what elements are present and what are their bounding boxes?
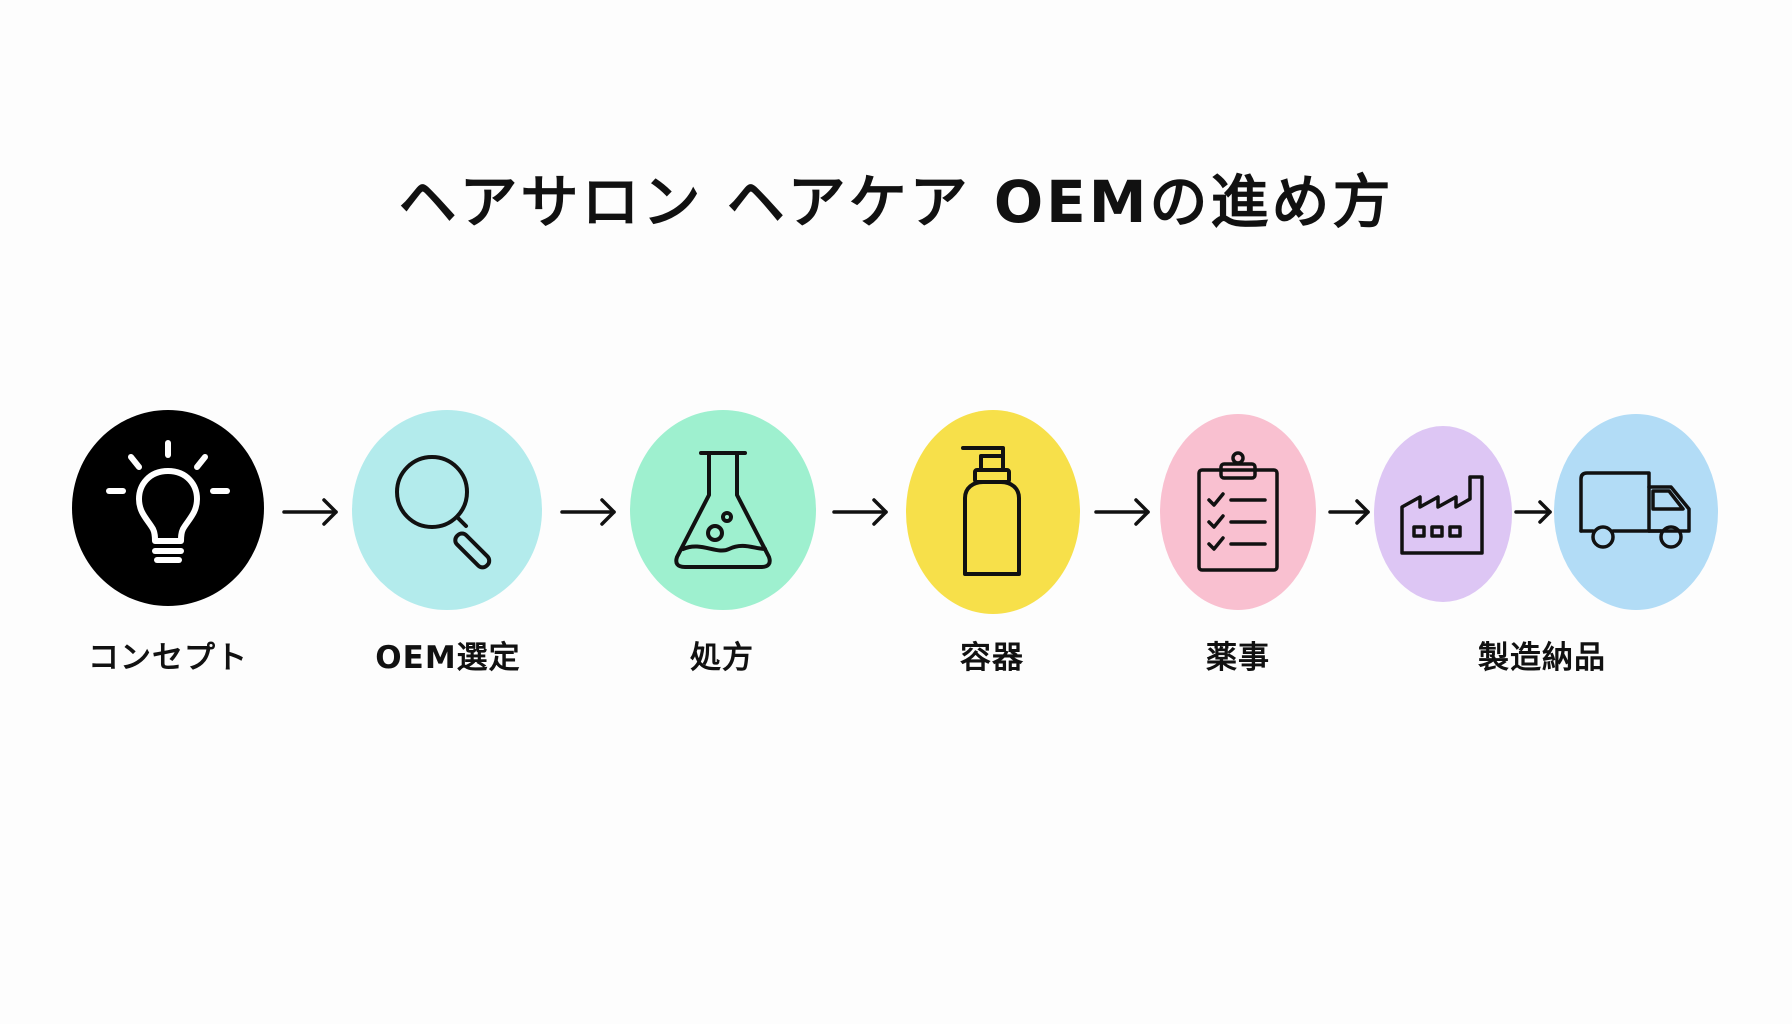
delivery-truck-icon xyxy=(1579,471,1691,549)
step-circle-container xyxy=(906,410,1080,614)
right-arrow-icon xyxy=(282,492,340,532)
step-label-oem-selection: OEM選定 xyxy=(375,640,521,676)
step-circle-oem-selection xyxy=(352,410,542,610)
step-circle-formulation xyxy=(630,410,816,610)
step-circle-delivery xyxy=(1554,414,1718,610)
right-arrow-icon xyxy=(1094,492,1152,532)
right-arrow-icon xyxy=(832,492,890,532)
flask-icon xyxy=(674,451,772,569)
step-circle-concept xyxy=(72,410,264,606)
right-arrow-icon xyxy=(1328,492,1372,532)
lightbulb-icon xyxy=(106,440,230,563)
step-label-regulatory: 薬事 xyxy=(1206,640,1270,676)
right-arrow-icon xyxy=(1514,492,1554,532)
factory-icon xyxy=(1400,475,1484,555)
step-circle-regulatory xyxy=(1160,414,1316,610)
step-label-formulation: 処方 xyxy=(690,640,754,676)
right-arrow-icon xyxy=(560,492,618,532)
magnifying-glass-icon xyxy=(395,455,492,570)
clipboard-checklist-icon xyxy=(1197,451,1279,572)
pump-bottle-icon xyxy=(961,446,1021,576)
page-title: ヘアサロン ヘアケア OEMの進め方 xyxy=(398,168,1394,236)
step-circle-manufacturing xyxy=(1374,426,1512,602)
step-label-container: 容器 xyxy=(960,640,1024,676)
step-label-concept: コンセプト xyxy=(88,640,248,676)
step-label-manufacturing-delivery: 製造納品 xyxy=(1478,640,1606,676)
